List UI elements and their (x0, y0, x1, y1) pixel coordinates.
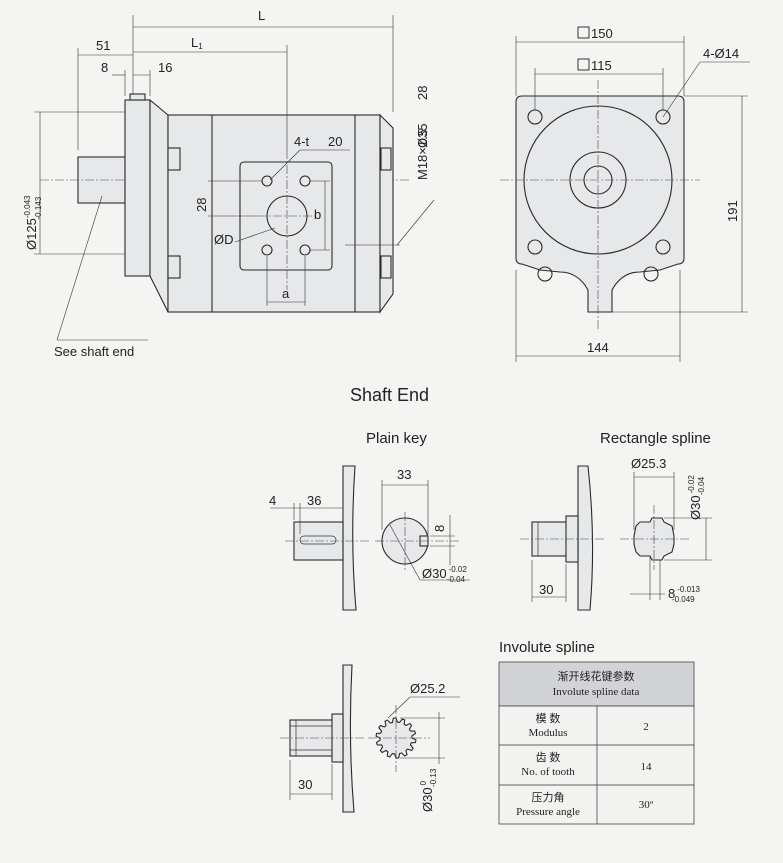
spline-data-table: 渐开线花键参数 Involute spline data 模 数 Modulus… (498, 661, 695, 825)
dim-key-4: 4 (269, 493, 276, 508)
dim-20: 20 (328, 134, 342, 149)
dim-height-191: 191 (725, 200, 740, 222)
dim-a: a (282, 286, 290, 301)
dim-length-l1: L1 (191, 35, 203, 51)
dim-rect-outer-diameter: Ø30-0.02-0.04 (687, 475, 706, 520)
table-row-label-cn: 齿 数 (536, 751, 561, 764)
table-row-value: 30º (639, 799, 654, 811)
dim-width-144: 144 (587, 340, 609, 355)
dim-key-36: 36 (307, 493, 321, 508)
dim-key-diameter: Ø30-0.02-0.04 (422, 565, 467, 584)
mounting-flange (124, 99, 151, 277)
dim-28: 28 (194, 198, 209, 212)
dim-rect-inner-diameter: Ø25.3 (631, 456, 666, 471)
dim-thread-port: M18×1.5 (415, 129, 430, 180)
dim-square-150: 150 (591, 26, 613, 41)
dim-port-diameter: Ø35 (415, 123, 430, 148)
dim-key-33: 33 (397, 467, 411, 482)
table-header-cn: 渐开线花键参数 (558, 669, 635, 683)
see-shaft-end-note: See shaft end (54, 344, 134, 359)
dim-key-8: 8 (432, 525, 447, 532)
dim-diameter-d: ØD (214, 232, 234, 247)
involute-spline-detail: Involute spline 30 Ø25.2 Ø300-0.13 (280, 639, 595, 813)
table-row-label-en: Pressure angle (516, 806, 580, 818)
table-header-en: Involute spline data (553, 686, 640, 698)
rectangle-spline-detail: Rectangle spline 30 Ø25.3 Ø30-0.02-0.04 … (520, 430, 712, 611)
shaft-end-title: Shaft End (350, 385, 429, 405)
table-row-value: 2 (643, 721, 649, 733)
table-row-label-en: No. of tooth (521, 766, 575, 778)
dim-involute-outer-diameter: Ø300-0.13 (419, 768, 438, 812)
dim-8: 8 (101, 60, 108, 75)
dim-flange-diameter: Ø125-0.043-0.143 (23, 195, 43, 250)
dim-bolts-4t: 4-t (294, 134, 310, 149)
table-row-value: 14 (641, 761, 653, 773)
involute-spline-label: Involute spline (499, 639, 595, 656)
dim-rect-width: 8-0.013-0.049 (668, 585, 700, 604)
front-view: L L1 51 8 16 Ø125-0.043-0.143 See shaft … (23, 8, 435, 359)
table-row-label-en: Modulus (528, 727, 567, 739)
dim-51: 51 (96, 38, 110, 53)
dim-involute-inner-diameter: Ø25.2 (410, 681, 445, 696)
front-cover (149, 98, 169, 313)
rect-spline-label: Rectangle spline (600, 430, 711, 447)
dim-square-115: 115 (591, 58, 612, 73)
plain-key-detail: Plain key 4 36 33 8 Ø30-0.02-0.04 (269, 430, 470, 611)
plain-key-label: Plain key (366, 430, 427, 447)
dim-16: 16 (158, 60, 172, 75)
table-row-label-cn: 压力角 (532, 791, 565, 804)
dim-b: b (314, 207, 321, 222)
dim-thread-depth: 28 (415, 86, 430, 100)
side-view: 150 115 4-Ø14 191 144 (500, 26, 750, 362)
table-row-label-cn: 模 数 (536, 712, 561, 725)
dim-length-total: L (258, 8, 265, 23)
dim-involute-30: 30 (298, 777, 312, 792)
dim-rect-30: 30 (539, 582, 553, 597)
dim-holes-4x14: 4-Ø14 (703, 46, 739, 61)
